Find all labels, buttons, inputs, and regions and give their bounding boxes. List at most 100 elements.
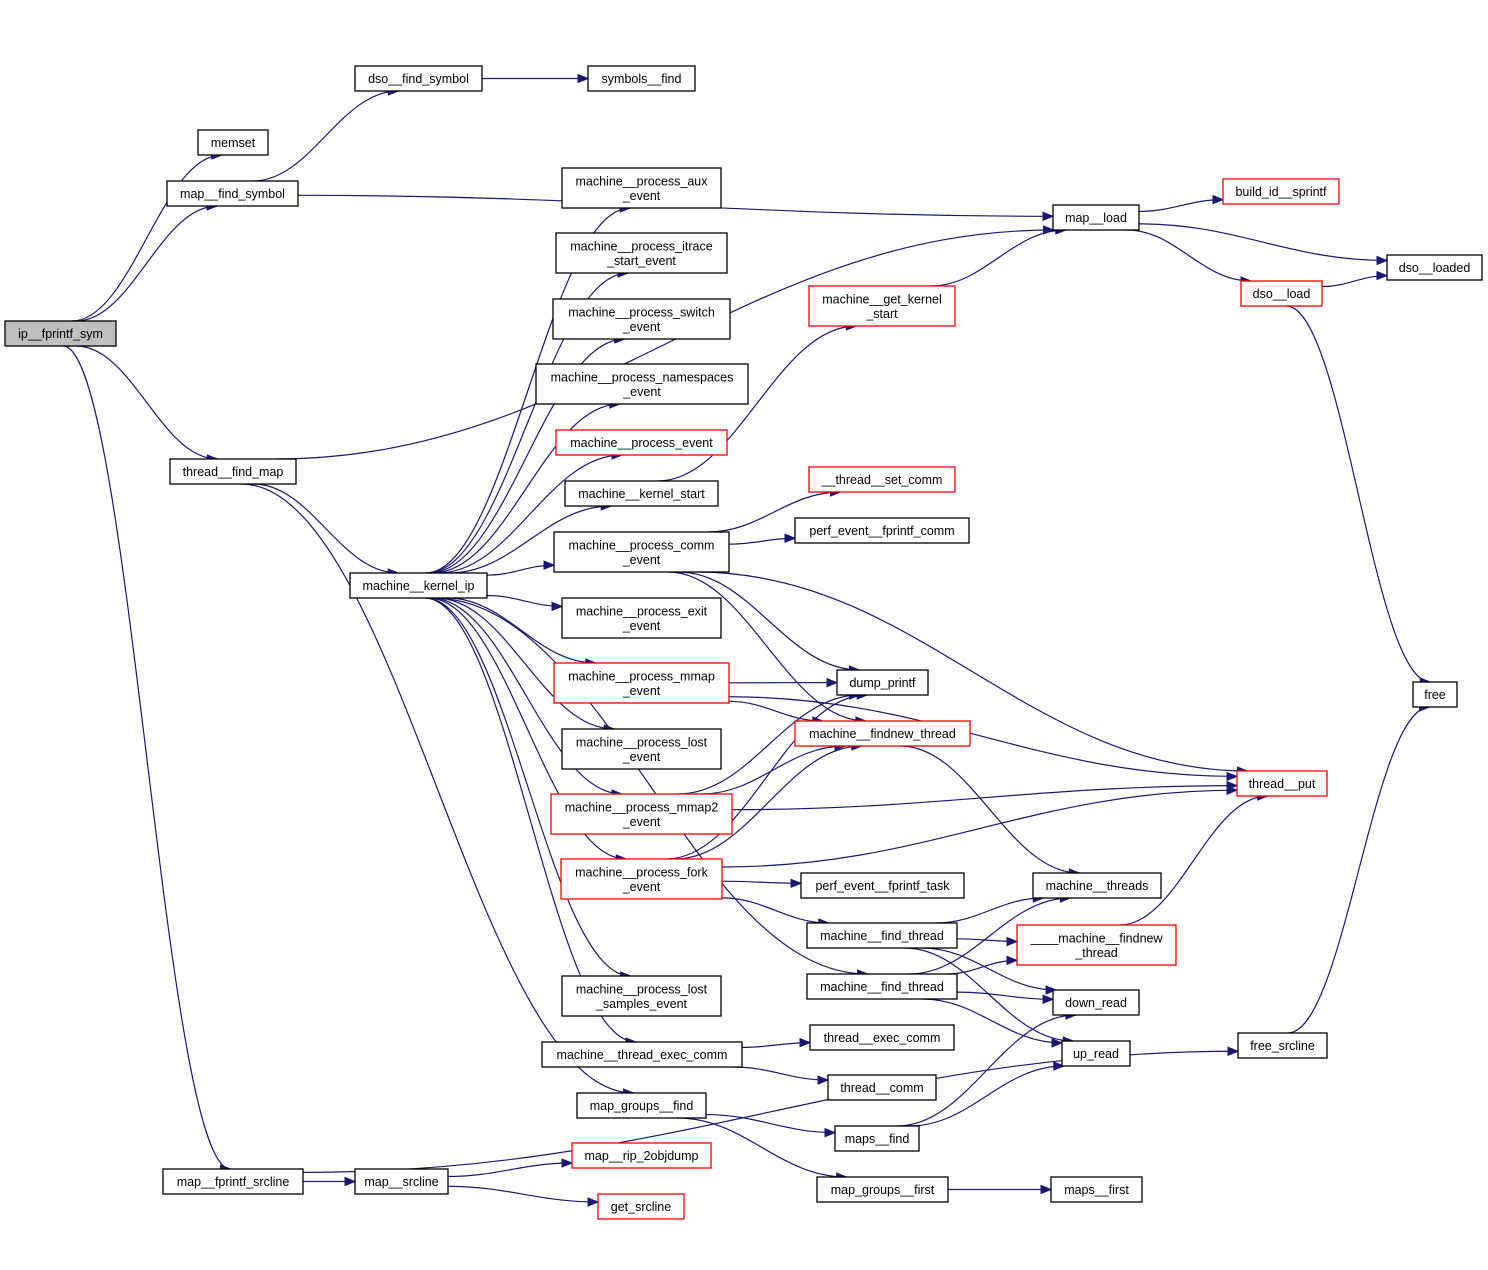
edge-machine-find-thread-2-to-machine-threads xyxy=(908,897,1071,975)
node-machine-process-aux-event[interactable]: machine__process_aux_event xyxy=(561,167,722,209)
node-dso-find-symbol[interactable]: dso__find_symbol xyxy=(354,65,483,92)
node-build-id-sprintf[interactable]: build_id__sprintf xyxy=(1222,178,1340,205)
node-memset[interactable]: memset xyxy=(197,129,269,156)
node-label: machine__process_exit xyxy=(576,604,708,618)
node-map-fprintf-srcline[interactable]: map__fprintf_srcline xyxy=(162,1168,304,1195)
edge-map-load-to-dso-loaded xyxy=(1138,223,1388,262)
node-dump-printf[interactable]: dump_printf xyxy=(836,669,929,696)
node-label: _event xyxy=(622,189,661,203)
node-machine-find-thread-2[interactable]: machine__find_thread xyxy=(806,973,958,1000)
edge-machine-kernel-ip-to-machine-process-mmap-event xyxy=(447,597,596,664)
node-machine-process-comm-event[interactable]: machine__process_comm_event xyxy=(553,531,730,573)
node-machine-get-kernel-start[interactable]: machine__get_kernel_start xyxy=(808,285,956,327)
node-map-groups-first[interactable]: map_groups__first xyxy=(816,1176,949,1203)
node-label: perf_event__fprintf_comm xyxy=(809,524,954,538)
node-perf-event-fprintf-comm[interactable]: perf_event__fprintf_comm xyxy=(794,517,970,544)
node-machine-findnew-thread[interactable]: ____machine__findnew_thread xyxy=(1016,924,1177,966)
node-box xyxy=(1016,924,1177,966)
node-thread-set-comm[interactable]: __thread__set_comm xyxy=(808,466,956,493)
edge-ip-fprintf-sym-to-thread-find-map xyxy=(76,345,218,460)
node-down-read[interactable]: down_read xyxy=(1052,989,1140,1016)
edge-machine-process-comm-event-to-dump-printf xyxy=(678,571,860,671)
node-free-srcline[interactable]: free_srcline xyxy=(1237,1032,1328,1059)
node-box xyxy=(561,975,722,1017)
node-dso-load[interactable]: dso__load xyxy=(1240,280,1323,307)
node-map-rip-2objdump[interactable]: map__rip_2objdump xyxy=(571,1142,712,1169)
node-machine-process-lost-event[interactable]: machine__process_lost_event xyxy=(561,728,722,770)
edge-machine-process-comm-event-to-thread-put xyxy=(696,571,1248,772)
edges-layer xyxy=(63,73,1432,1207)
node-label: machine__process_lost xyxy=(576,735,708,749)
node-thread-comm[interactable]: thread__comm xyxy=(827,1074,937,1101)
node-machine-process-event[interactable]: machine__process_event xyxy=(555,429,728,456)
node-label: machine__find_thread xyxy=(820,929,944,943)
node-box xyxy=(1061,1040,1131,1067)
node-box xyxy=(553,531,730,573)
node-box xyxy=(1222,178,1340,205)
node-symbols-find[interactable]: symbols__find xyxy=(587,65,696,92)
node-box xyxy=(555,429,728,456)
node-map-load[interactable]: map__load xyxy=(1052,204,1140,231)
node-machine-process-itrace-start-event[interactable]: machine__process_itrace_start_event xyxy=(555,232,728,274)
node-machine-process-namespaces-event[interactable]: machine__process_namespaces_event xyxy=(535,363,749,405)
edge-machine-kernel-ip-to-machine-process-event xyxy=(437,454,623,574)
arrowhead-icon xyxy=(1006,936,1019,947)
node-box xyxy=(561,597,722,639)
edge-machine-thread-exec-comm-to-thread-comm xyxy=(732,1066,829,1081)
node-label: _event xyxy=(622,619,661,633)
node-machine-findnew-thread[interactable]: machine__findnew_thread xyxy=(794,720,971,747)
arrowhead-icon xyxy=(561,1158,574,1168)
node-label: machine__process_event xyxy=(570,436,713,450)
node-label: machine__process_lost xyxy=(576,982,708,996)
node-label: dso__load xyxy=(1253,287,1311,301)
node-label: _start_event xyxy=(606,254,676,268)
node-thread-put[interactable]: thread__put xyxy=(1236,770,1328,797)
node-label: _thread xyxy=(1074,946,1117,960)
edge-machine-process-fork-event-to-machine-find-thread-1 xyxy=(721,897,829,924)
node-map-groups-find[interactable]: map_groups__find xyxy=(576,1092,707,1119)
node-map-srcline[interactable]: map__srcline xyxy=(354,1168,449,1195)
node-perf-event-fprintf-task[interactable]: perf_event__fprintf_task xyxy=(800,872,965,899)
node-box xyxy=(794,720,971,747)
node-machine-thread-exec-comm[interactable]: machine__thread_exec_comm xyxy=(541,1041,743,1068)
node-machine-process-fork-event[interactable]: machine__process_fork_event xyxy=(560,858,723,900)
edge-thread-find-map-to-map-load xyxy=(275,229,1054,460)
node-ip-fprintf-sym[interactable]: ip__fprintf_sym xyxy=(4,320,117,347)
node-machine-threads[interactable]: machine__threads xyxy=(1032,872,1162,899)
node-maps-first[interactable]: maps__first xyxy=(1050,1176,1143,1203)
node-thread-find-map[interactable]: thread__find_map xyxy=(169,458,297,485)
node-label: map_groups__find xyxy=(590,1099,694,1113)
node-label: _event xyxy=(622,880,661,894)
node-label: machine__process_namespaces xyxy=(551,370,734,384)
arrowhead-icon xyxy=(784,533,797,544)
node-label: thread__find_map xyxy=(183,465,284,479)
edge-free-srcline-to-free xyxy=(1287,706,1430,1034)
node-label: map_groups__first xyxy=(831,1183,935,1197)
node-machine-kernel-ip[interactable]: machine__kernel_ip xyxy=(349,572,488,599)
node-box xyxy=(794,517,970,544)
node-label: _event xyxy=(622,684,661,698)
node-machine-process-mmap2-event[interactable]: machine__process_mmap2_event xyxy=(550,793,733,835)
node-machine-process-lost-samples-event[interactable]: machine__process_lost_samples_event xyxy=(561,975,722,1017)
node-machine-process-switch-event[interactable]: machine__process_switch_event xyxy=(552,298,731,340)
node-thread-exec-comm[interactable]: thread__exec_comm xyxy=(809,1024,955,1051)
arrowhead-icon xyxy=(1212,194,1225,205)
node-machine-process-mmap-event[interactable]: machine__process_mmap_event xyxy=(553,662,730,704)
node-machine-process-exit-event[interactable]: machine__process_exit_event xyxy=(561,597,722,639)
node-up-read[interactable]: up_read xyxy=(1061,1040,1131,1067)
edge-machine-kernel-ip-to-machine-process-fork-event xyxy=(427,597,627,860)
node-map-find-symbol[interactable]: map__find_symbol xyxy=(166,180,299,207)
node-free[interactable]: free xyxy=(1412,681,1458,708)
node-machine-find-thread-1[interactable]: machine__find_thread xyxy=(806,922,958,949)
node-maps-find[interactable]: maps__find xyxy=(834,1125,920,1152)
node-machine-kernel-start[interactable]: machine__kernel_start xyxy=(564,480,719,507)
edge-machine-kernel-ip-to-machine-process-switch-event xyxy=(428,338,625,574)
node-dso-loaded[interactable]: dso__loaded xyxy=(1386,254,1483,281)
edge-map-srcline-to-get-srcline xyxy=(447,1185,599,1203)
node-label: build_id__sprintf xyxy=(1235,185,1327,199)
edge-machine-kernel-ip-to-machine-process-lost-samples-event xyxy=(425,597,631,977)
node-label: machine__threads xyxy=(1046,879,1149,893)
node-get-srcline[interactable]: get_srcline xyxy=(597,1193,685,1220)
node-box xyxy=(816,1176,949,1203)
